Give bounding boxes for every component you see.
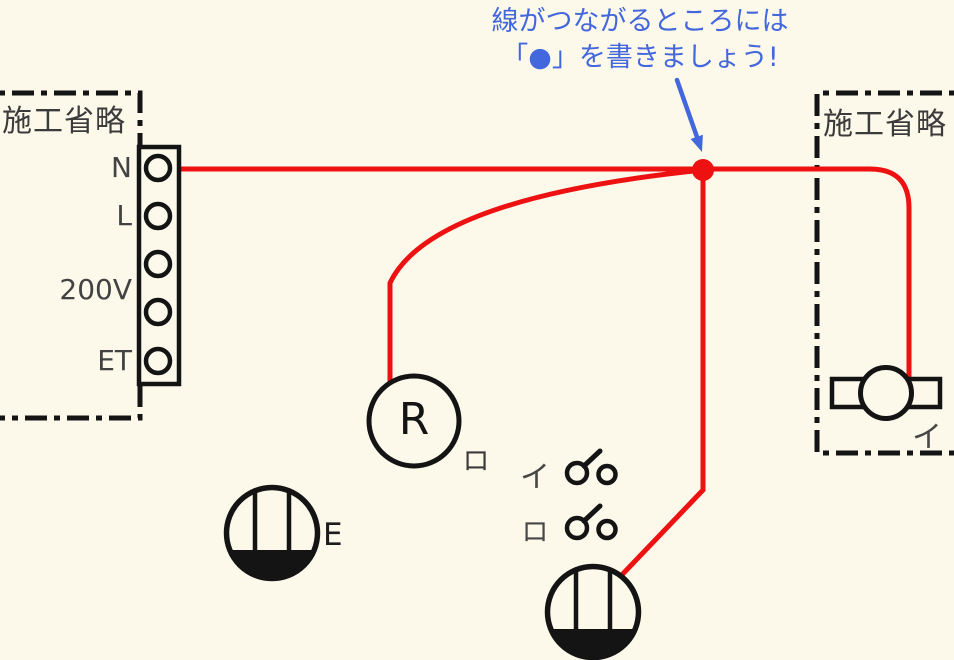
- wire-branch-to-receptacle: [387, 167, 704, 384]
- switch-i-contact: [564, 460, 590, 486]
- terminal-label-n: N: [111, 151, 132, 184]
- left-panel-border: [0, 90, 143, 421]
- switch-i-symbol: [564, 448, 618, 486]
- wire-n-to-lamp-i: [170, 166, 912, 384]
- terminal-et: [143, 346, 173, 376]
- outlet-e-label: E: [323, 517, 343, 553]
- terminal-200v-1: [143, 249, 173, 279]
- switch-ro-contact: [564, 515, 590, 541]
- terminal-label-et: ET: [97, 344, 132, 377]
- switch-ro-label: ロ: [521, 517, 549, 548]
- switch-i-label: イ: [520, 460, 550, 495]
- outlet-e-wall-fill: [228, 550, 316, 580]
- lamp-receptacle-label: ロ: [462, 446, 490, 477]
- annotation-line-1: 線がつながるところには: [491, 6, 789, 37]
- switch-i-terminal: [596, 463, 618, 486]
- outlet-e-symbol: [223, 484, 321, 582]
- outlet-bottom-wall-fill: [549, 629, 637, 659]
- switch-ro-lever: [581, 503, 603, 524]
- switch-ro-terminal: [596, 518, 618, 541]
- terminal-label-200v: 200V: [59, 273, 132, 306]
- wire-branch-to-outlet: [614, 170, 706, 583]
- annotation-line-2: 「●」を書きましょう!: [501, 42, 779, 73]
- switch-i-lever: [581, 448, 603, 469]
- ceiling-lamp-label: イ: [912, 420, 942, 455]
- callout-arrow-head: [690, 134, 703, 152]
- lamp-receptacle-circle: [366, 373, 462, 469]
- right-panel-label: 施工省略: [823, 107, 947, 142]
- junction-dot: [692, 159, 714, 181]
- switch-ro-symbol: [564, 503, 618, 541]
- ceiling-lamp-circle: [858, 365, 914, 421]
- terminal-n: [143, 153, 173, 183]
- annotation-callout: 線がつながるところには 「●」を書きましょう!: [440, 4, 840, 76]
- left-panel-label: 施工省略: [2, 104, 126, 139]
- right-panel-border: [814, 90, 954, 456]
- outlet-bottom-symbol: [544, 563, 642, 660]
- terminal-200v-2: [143, 297, 173, 327]
- lamp-receptacle-symbol-text: R: [398, 394, 430, 445]
- terminal-l: [143, 201, 173, 231]
- terminal-label-l: L: [116, 199, 132, 232]
- callout-arrow-line: [674, 77, 700, 140]
